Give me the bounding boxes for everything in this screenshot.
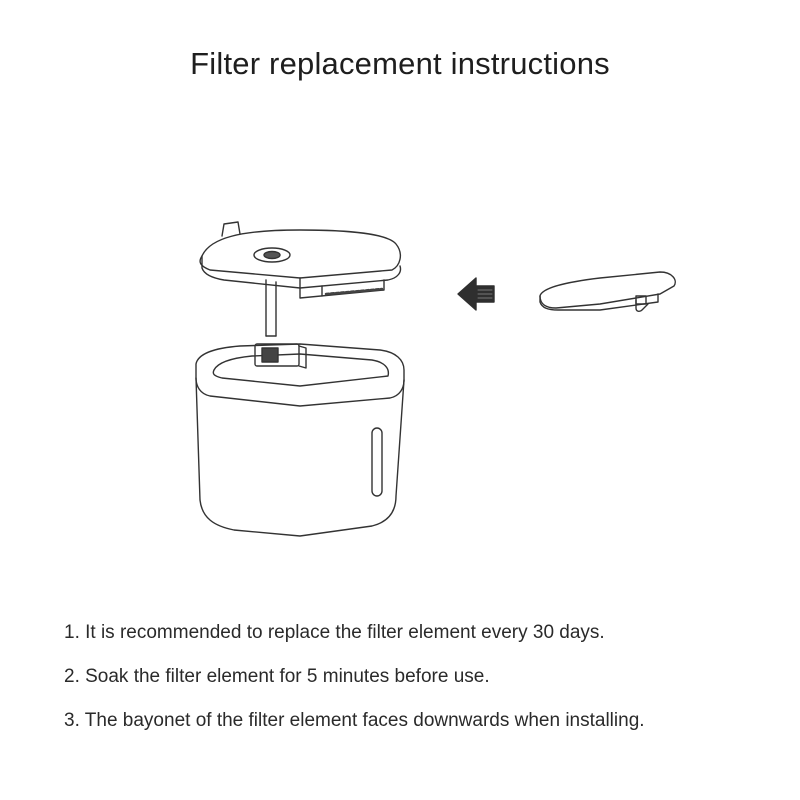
instruction-step-3: 3. The bayonet of the filter element fac… bbox=[64, 710, 645, 731]
insert-arrow bbox=[457, 277, 495, 311]
fountain-lid bbox=[199, 221, 402, 299]
page-title: Filter replacement instructions bbox=[190, 46, 610, 81]
filter-cartridge bbox=[539, 271, 676, 312]
instruction-list: 1. It is recommended to replace the filt… bbox=[64, 620, 645, 752]
pump-stem bbox=[265, 279, 277, 337]
instruction-step-2: 2. Soak the filter element for 5 minutes… bbox=[64, 666, 490, 687]
water-level-window bbox=[371, 427, 383, 497]
instruction-step-1: 1. It is recommended to replace the filt… bbox=[64, 622, 605, 643]
water-tank bbox=[195, 343, 405, 537]
filter-diagram bbox=[195, 221, 676, 537]
